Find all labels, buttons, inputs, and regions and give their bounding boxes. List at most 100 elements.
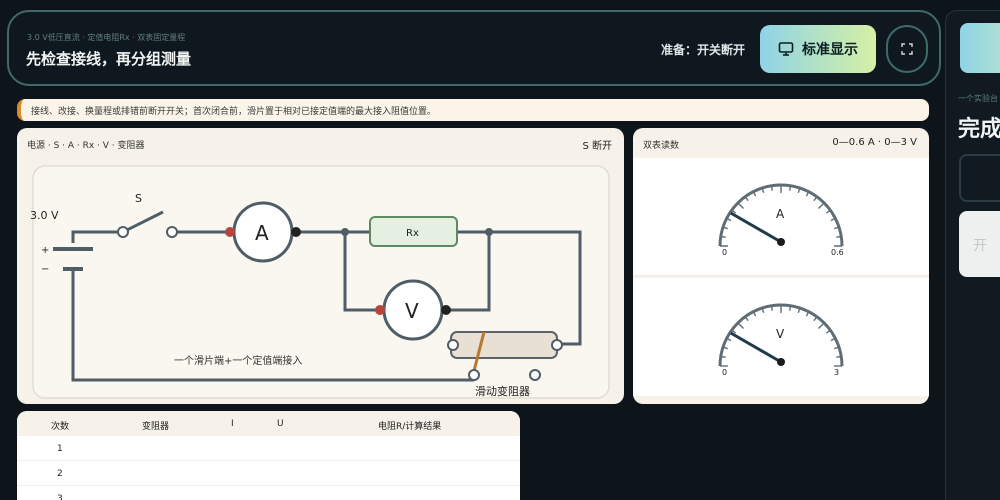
rheostat-left-terminal[interactable] [447, 339, 459, 351]
trial-number: 3 [57, 494, 63, 500]
dial-tick [731, 329, 737, 334]
standard-display-label: 标准显示 [802, 42, 858, 58]
dial-tick [797, 187, 801, 193]
dial-tick [737, 322, 745, 330]
battery-plus-label: + [41, 245, 49, 256]
trial-number: 1 [57, 444, 63, 454]
dial-tick [813, 316, 818, 322]
circuit-components-label: 电源 · S · A · Rx · V · 变阻器 [27, 141, 145, 151]
meter-range-label: 0—0.6 A · 0—3 V [832, 137, 917, 148]
safety-warning: 接线、改接、换量程或排错前断开开关；首次闭合前，滑片置于相对已接定值端的最大接入… [17, 99, 929, 121]
ammeter-min-label: 0 [722, 248, 727, 257]
rheostat-label: 滑动变阻器 [475, 384, 530, 398]
dial-tick [720, 235, 726, 238]
dial-tick [817, 202, 825, 210]
table-row[interactable]: 3 [17, 486, 520, 500]
node-left[interactable] [341, 228, 349, 236]
ammeter-symbol: A [255, 221, 269, 245]
voltmeter-dial-symbol: V [776, 327, 785, 341]
switch-label: S [135, 192, 142, 205]
dial-tick [789, 305, 792, 311]
ammeter-ticks [720, 185, 842, 247]
circuit-panel-header: 电源 · S · A · Rx · V · 变阻器 S 断开 [17, 128, 624, 156]
switch-terminal-right[interactable] [166, 226, 178, 238]
column-header-resistance: 电阻R/计算结果 [378, 422, 442, 432]
voltmeter-negative-terminal[interactable] [441, 305, 451, 315]
dial-tick [770, 305, 773, 311]
resistor-rx[interactable] [369, 216, 458, 247]
resistor-label: Rx [406, 228, 419, 239]
ammeter-positive-terminal[interactable] [225, 227, 235, 237]
side-outline-button[interactable] [959, 154, 1000, 202]
side-card[interactable]: 开 [959, 211, 1000, 277]
rheostat-body[interactable] [450, 331, 558, 359]
experiment-subtitle: 3.0 V低压直流 · 定值电阻Rx · 双表固定量程 [27, 33, 186, 42]
column-header-rheostat: 变阻器 [142, 422, 170, 432]
voltmeter-dial: V 0 3 [718, 303, 844, 377]
right-side-panel: 一个实验台 完成 开 [945, 10, 1000, 500]
dial-tick [720, 355, 726, 358]
circuit-panel: 电源 · S · A · Rx · V · 变阻器 S 断开 3.0 V + −… [17, 128, 624, 404]
ammeter-negative-terminal[interactable] [291, 227, 301, 237]
dial-tick [813, 196, 818, 202]
status-text: 准备：开关断开 [661, 43, 746, 57]
dial-tick [805, 311, 810, 317]
battery-minus-label: − [41, 264, 49, 275]
dial-tick [825, 329, 831, 334]
dial-tick [805, 191, 810, 197]
voltmeter-dial-panel: V 0 3 [633, 278, 929, 396]
fullscreen-icon [901, 43, 913, 55]
voltmeter-max-label: 3 [834, 368, 839, 377]
dial-tick [752, 191, 757, 197]
page-title: 先检查接线，再分组测量 [26, 50, 192, 68]
dial-tick [836, 355, 842, 358]
dial-tick [770, 185, 773, 191]
dial-tick [834, 226, 840, 230]
column-header-voltage: U [277, 419, 284, 429]
ammeter-pivot [777, 238, 785, 246]
side-small-label: 一个实验台 [958, 94, 998, 103]
dial-tick [752, 311, 757, 317]
breadboard-area [32, 165, 610, 399]
dial-tick [722, 346, 728, 350]
ammeter-max-label: 0.6 [831, 248, 844, 257]
ammeter-dial: A 0 0.6 [718, 183, 844, 257]
dial-tick [737, 202, 745, 210]
dial-tick [744, 196, 749, 202]
table-row[interactable]: 2 [17, 461, 520, 486]
dial-tick [726, 337, 732, 342]
voltmeter-positive-terminal[interactable] [375, 305, 385, 315]
switch-lever[interactable] [122, 210, 164, 234]
voltmeter-min-label: 0 [722, 368, 727, 377]
meter-panel-header: 双表读数 0—0.6 A · 0—3 V [633, 128, 929, 156]
rheostat-fixed-terminal[interactable] [529, 369, 541, 381]
dial-tick [836, 235, 842, 238]
fullscreen-button[interactable] [886, 25, 928, 73]
dial-tick [731, 209, 737, 214]
table-header: 次数 变阻器 I U 电阻R/计算结果 [17, 411, 520, 436]
table-row[interactable]: 1 [17, 436, 520, 461]
voltmeter-ticks [720, 305, 842, 367]
circuit-diagram: 3.0 V + − S A Rx V 一个滑片端+一个定值端接入 滑动变阻器 [30, 165, 610, 399]
voltmeter-symbol: V [405, 299, 419, 323]
rheostat-right-terminal[interactable] [551, 339, 563, 351]
dial-tick [825, 209, 831, 214]
top-header: 3.0 V低压直流 · 定值电阻Rx · 双表固定量程 先检查接线，再分组测量 … [7, 10, 941, 86]
side-action-button[interactable] [960, 23, 1000, 73]
ammeter-dial-symbol: A [776, 207, 785, 221]
rheostat-slider[interactable] [472, 331, 486, 372]
dial-tick [817, 322, 825, 330]
dial-tick [726, 217, 732, 222]
node-right[interactable] [485, 228, 493, 236]
side-card-text: 开 [973, 238, 987, 254]
standard-display-button[interactable]: 标准显示 [760, 25, 876, 73]
side-heading: 完成 [958, 117, 1000, 142]
wires [71, 230, 582, 382]
voltmeter-needle [730, 331, 782, 364]
dial-tick [789, 185, 792, 191]
monitor-icon [778, 42, 794, 56]
switch-terminal-left[interactable] [117, 226, 129, 238]
dial-tick [830, 217, 836, 222]
rheostat-slider-terminal[interactable] [468, 369, 480, 381]
dial-tick [761, 187, 765, 193]
